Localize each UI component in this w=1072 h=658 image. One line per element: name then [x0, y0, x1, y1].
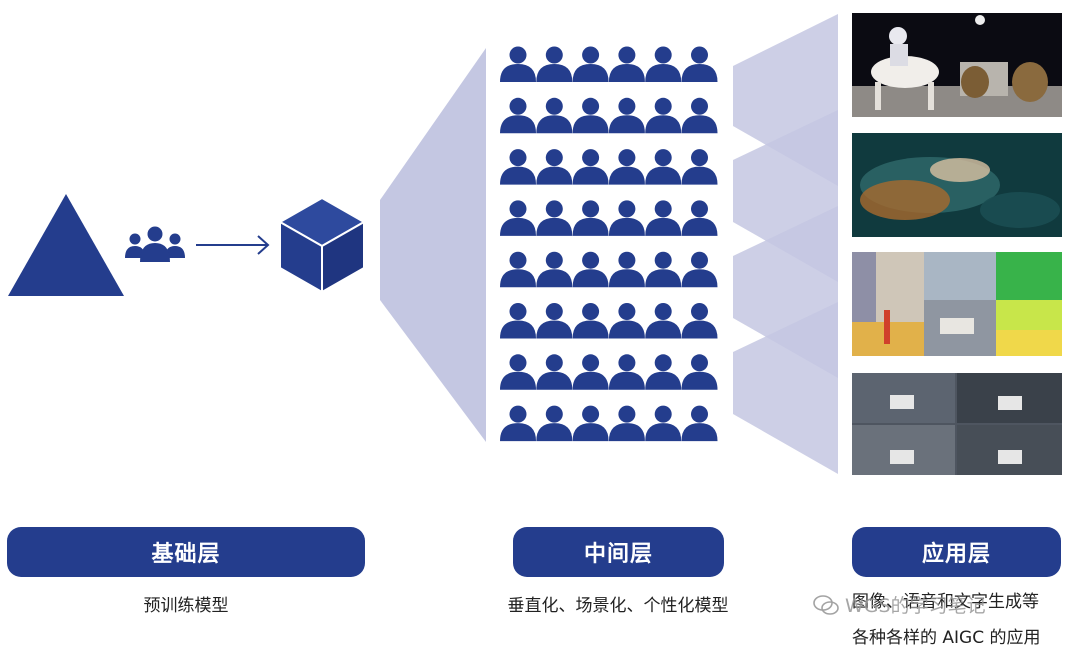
person-icon — [608, 251, 645, 288]
person-icon — [681, 200, 718, 236]
app-images — [852, 13, 1062, 475]
person-icon — [608, 200, 645, 236]
base-layer-pill: 基础层 — [7, 527, 365, 577]
person-icon — [500, 251, 536, 288]
base-layer-desc: 预训练模型 — [143, 596, 229, 616]
person-icon — [681, 354, 718, 390]
person-icon — [645, 405, 682, 442]
fan-right-group — [733, 14, 838, 474]
person-icon — [608, 46, 645, 82]
person-icon — [681, 251, 718, 288]
triangle-icon — [8, 194, 124, 296]
autonomous-driving-image — [852, 373, 1062, 475]
person-icon — [572, 354, 609, 390]
person-icon — [681, 149, 718, 185]
person-icon — [681, 405, 718, 442]
person-icon — [500, 303, 536, 339]
people-grid — [500, 46, 718, 442]
person-icon — [608, 97, 645, 134]
person-icon — [645, 46, 682, 82]
middle-layer-desc: 垂直化、场景化、个性化模型 — [507, 596, 729, 616]
person-icon — [645, 303, 682, 339]
person-icon — [681, 46, 718, 82]
person-icon — [572, 46, 609, 82]
watermark: WGS的学习笔记 — [813, 591, 986, 618]
person-icon — [536, 354, 573, 390]
app-layer-desc-line-1: 图像、语音和文字生成等 — [852, 592, 1039, 612]
fan-left — [380, 48, 486, 442]
person-icon — [572, 303, 609, 339]
watermark-text: WGS的学习笔记 — [845, 595, 986, 617]
person-icon — [608, 149, 645, 185]
person-icon — [608, 303, 645, 339]
person-icon — [645, 251, 682, 288]
person-icon — [500, 97, 536, 134]
astronaut-and-bears-image — [852, 13, 1062, 117]
person-icon — [536, 405, 573, 442]
users-group-icon — [125, 226, 185, 262]
wechat-icon — [813, 594, 839, 615]
app-layer-pill: 应用层 — [852, 527, 1061, 577]
person-icon — [645, 354, 682, 390]
person-icon — [572, 149, 609, 185]
person-icon — [608, 405, 645, 442]
person-icon — [500, 354, 536, 390]
person-icon — [500, 200, 536, 236]
person-icon — [536, 149, 573, 185]
person-icon — [572, 251, 609, 288]
person-icon — [681, 303, 718, 339]
person-icon — [500, 405, 536, 442]
person-icon — [500, 46, 536, 82]
person-icon — [536, 200, 573, 236]
arrow-right-icon — [196, 235, 270, 255]
person-icon — [645, 97, 682, 134]
person-icon — [572, 200, 609, 236]
person-icon — [572, 97, 609, 134]
person-icon — [536, 97, 573, 134]
person-icon — [500, 149, 536, 185]
street-scene-image — [852, 252, 1062, 356]
person-icon — [536, 251, 573, 288]
person-icon — [645, 149, 682, 185]
person-icon — [536, 46, 573, 82]
app-layer-desc-line-2: 各种各样的 AIGC 的应用 — [852, 628, 1041, 648]
middle-layer-pill: 中间层 — [513, 527, 724, 577]
person-icon — [536, 303, 573, 339]
person-icon — [681, 97, 718, 134]
person-icon — [608, 354, 645, 390]
underwater-figure-image — [852, 133, 1062, 237]
person-icon — [572, 405, 609, 442]
cube-icon — [279, 197, 365, 293]
person-icon — [645, 200, 682, 236]
